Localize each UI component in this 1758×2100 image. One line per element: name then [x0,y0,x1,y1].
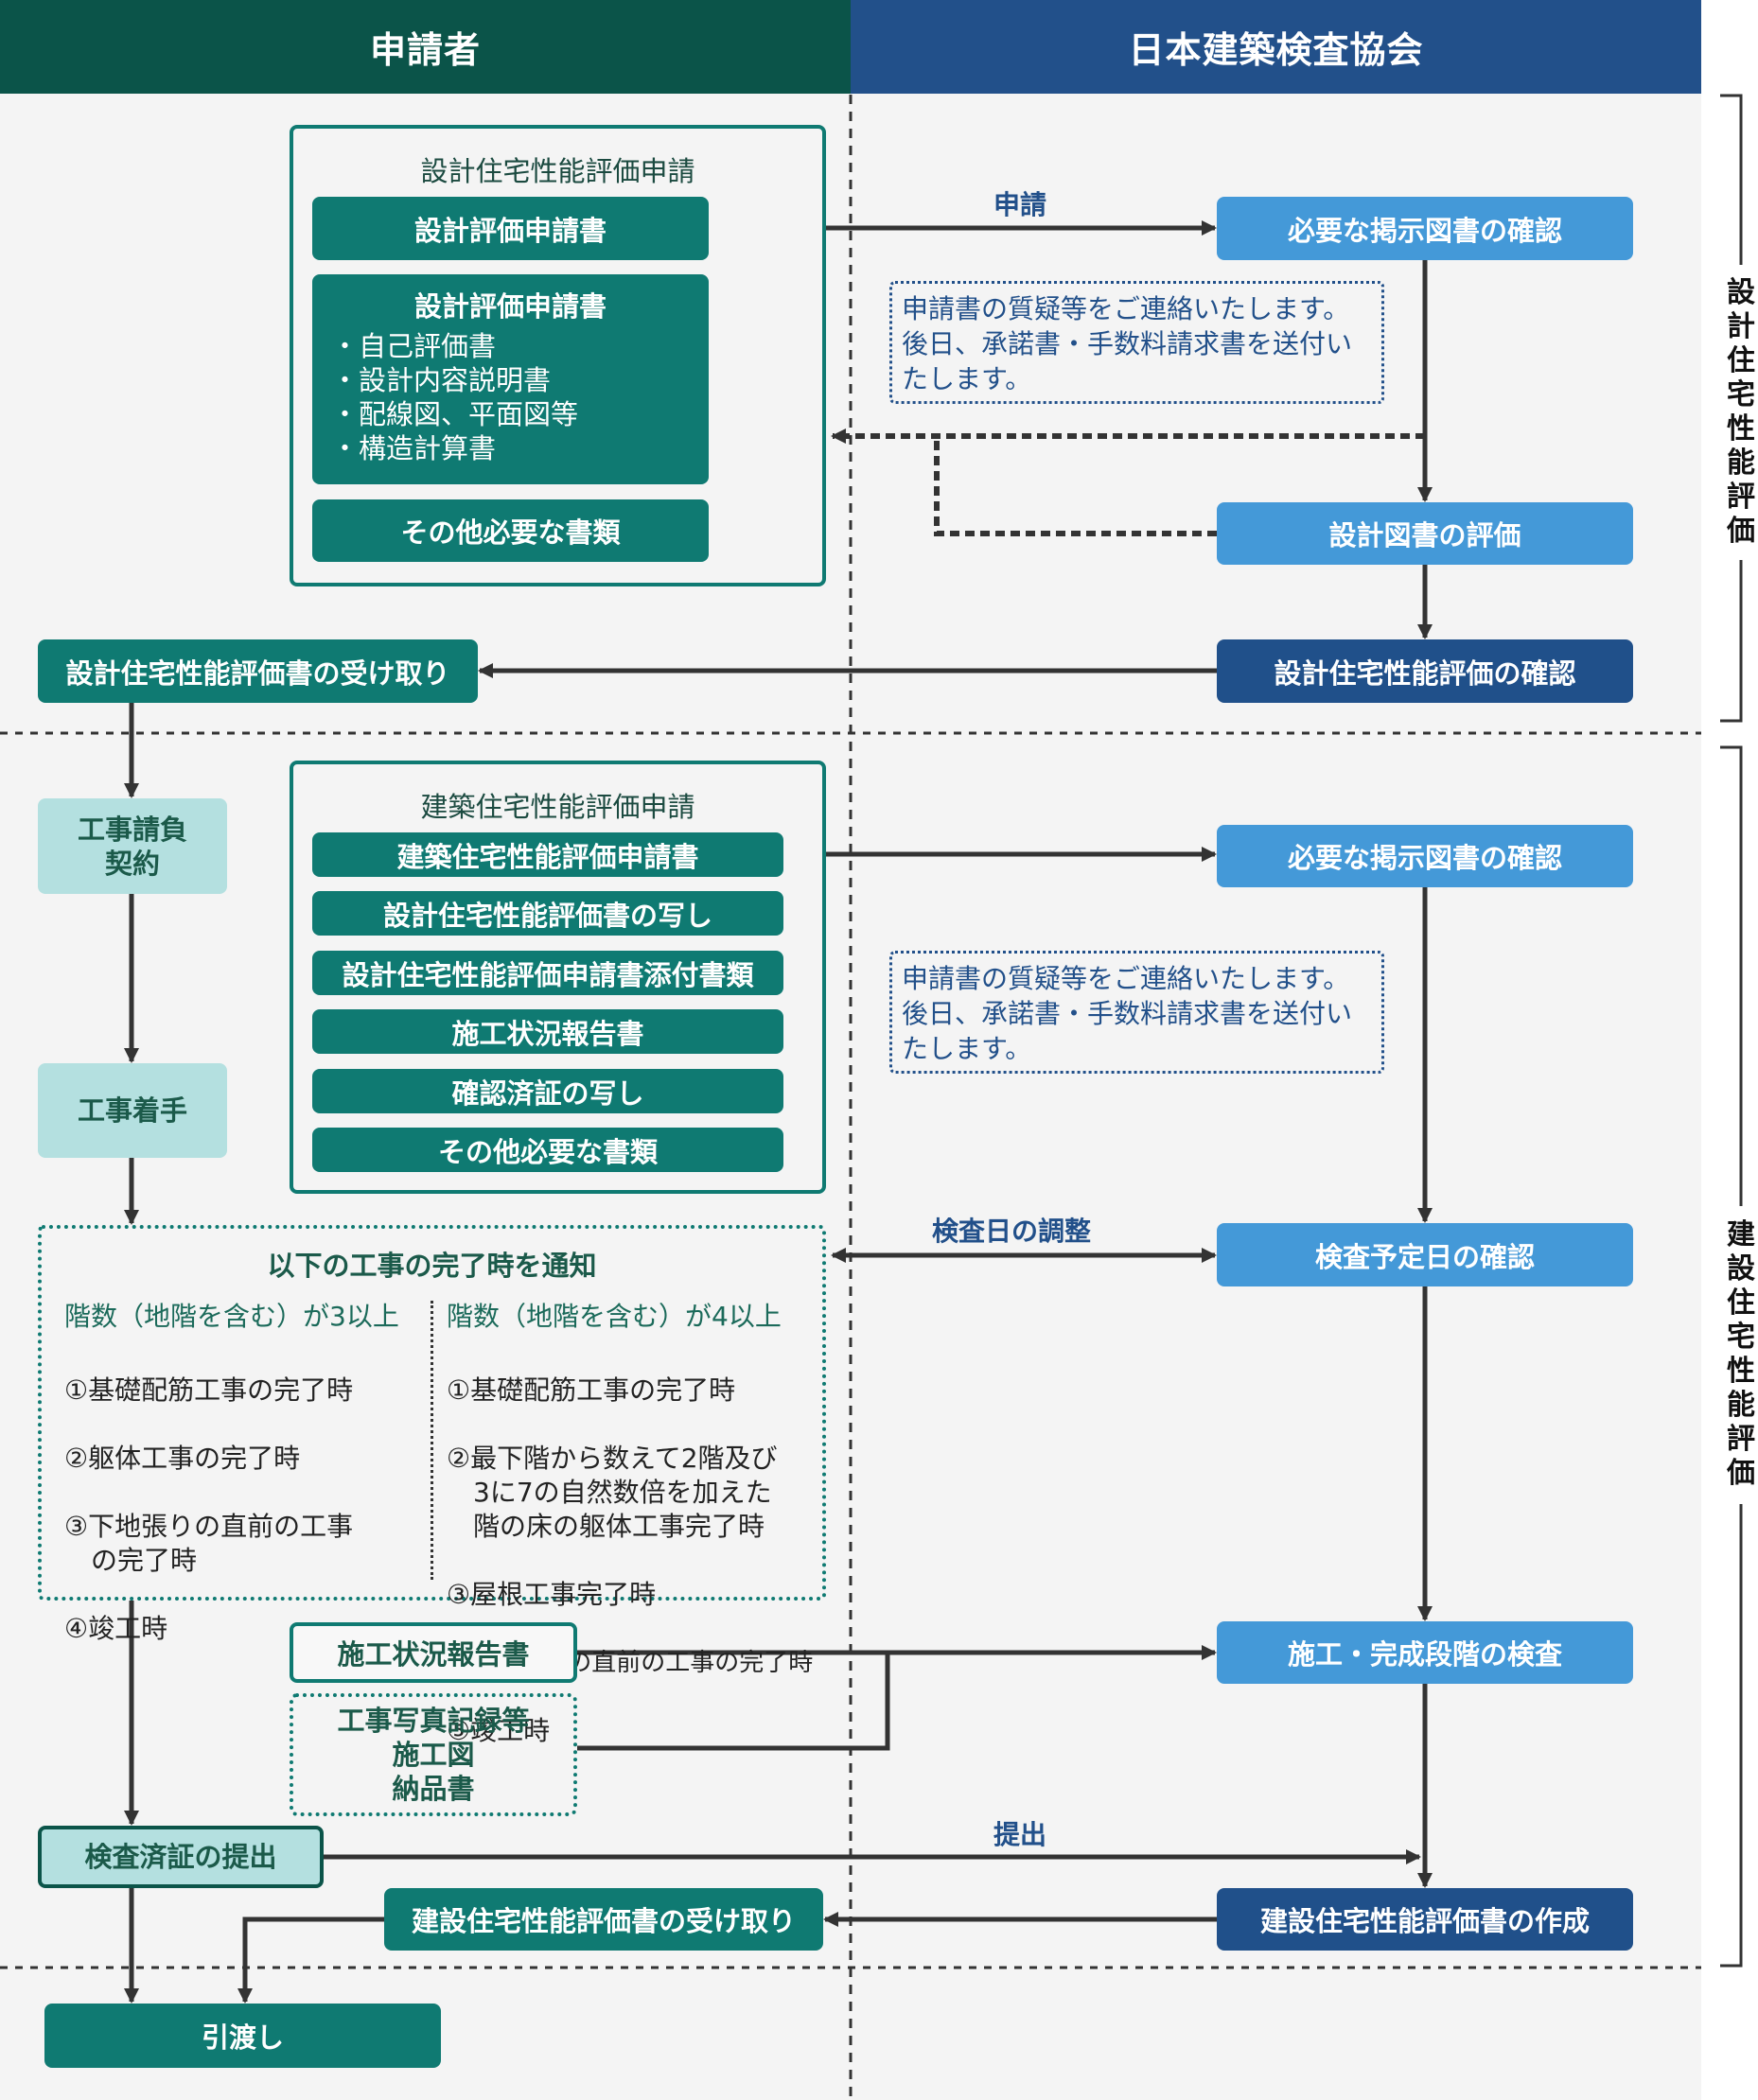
org-check-documents[interactable]: 必要な掲示図書の確認 [1217,197,1633,260]
completion-notice-divider [431,1301,433,1580]
phase-label-char: 能 [1727,446,1755,480]
connector-eval-query [934,436,1217,536]
notice-item: ①基礎配筋工事の完了時 [447,1374,736,1406]
construction-application-title: 建築住宅性能評価申請 [420,791,695,823]
construction-doc[interactable]: その他必要な書類 [312,1128,783,1172]
phase-label-char: 性 [1727,1355,1755,1388]
phase-label-char: 住 [1727,1286,1755,1320]
design-doc-set-title: 設計評価申請書 [413,290,607,323]
notice-item: ③屋根工事完了時 [447,1579,657,1610]
construction-doc[interactable]: 設計住宅性能評価書の写し [312,891,783,936]
completion-notice-col-3floors: 階数（地階を含む）が3以上 ①基礎配筋工事の完了時 ②躯体工事の完了時 ③下地張… [64,1296,424,1680]
design-application-title: 設計住宅性能評価申請 [420,155,695,187]
phase-label-char: 宅 [1727,1321,1755,1354]
phase-label-char: 計 [1727,310,1755,343]
col-heading: 階数（地階を含む）が3以上 [64,1301,399,1332]
applicant-receive-design-evaluation[interactable]: 設計住宅性能評価書の受け取り [38,639,478,703]
phase-label-char: 住 [1727,344,1755,377]
phase-label-char: 性 [1727,412,1755,446]
design-doc-item: ・自己評価書 [331,330,497,362]
org-confirm-inspection-date[interactable]: 検査予定日の確認 [1217,1223,1633,1286]
phase-label-design: 設計住宅性能評価 [1724,276,1758,549]
notice-item: ②最下階から数えて2階及び 3に7の自然数倍を加えた 階の床の躯体工事完了時 [447,1443,778,1542]
phase-label-char: 設 [1727,1252,1755,1286]
notice-item: ②躯体工事の完了時 [64,1443,301,1474]
phase-bracket-construction-bottom [1720,1504,1743,1968]
design-doc-other[interactable]: その他必要な書類 [312,499,709,562]
completion-notice-title: 以下の工事の完了時を通知 [267,1250,597,1282]
org-confirm-design-evaluation[interactable]: 設計住宅性能評価の確認 [1217,639,1633,703]
construction-contract[interactable]: 工事請負 契約 [38,798,227,894]
construction-doc[interactable]: 設計住宅性能評価申請書添付書類 [312,951,783,995]
phase-label-char: 能 [1727,1389,1755,1422]
design-doc-set-list: ・自己評価書 ・設計内容説明書 ・配線図、平面図等 ・構造計算書 [312,329,709,465]
design-doc-item: ・構造計算書 [331,432,497,464]
arrow-label-submit: 提出 [993,1819,1047,1850]
design-doc-item: ・配線図、平面図等 [331,398,579,430]
construction-records[interactable]: 工事写真記録等 施工図 納品書 [290,1693,577,1816]
notice-item: ④竣工時 [64,1613,168,1644]
arrow-label-apply: 申請 [993,189,1047,220]
col-list: ①基礎配筋工事の完了時 ②躯体工事の完了時 ③下地張りの直前の工事 の完了時 ④… [64,1339,424,1680]
org-evaluate-drawings[interactable]: 設計図書の評価 [1217,502,1633,565]
construction-status-report[interactable]: 施工状況報告書 [290,1622,577,1683]
construction-doc[interactable]: 建築住宅性能評価申請書 [312,832,783,877]
org-construction-inspection[interactable]: 施工・完成段階の検査 [1217,1621,1633,1684]
phase-label-construction: 建設住宅性能評価 [1724,1218,1758,1491]
construction-note: 申請書の質疑等をご連絡いたします。後日、承諾書・手数料請求書を送付いたします。 [889,951,1384,1074]
handover[interactable]: 引渡し [44,2004,441,2068]
phase-label-char: 評 [1727,481,1755,514]
phase-label-char: 価 [1727,515,1755,548]
construction-doc[interactable]: 施工状況報告書 [312,1009,783,1054]
notice-item: ⑤竣工時 [447,1715,551,1746]
phase-label-char: 設 [1727,276,1755,309]
construction-doc[interactable]: 確認済証の写し [312,1069,783,1113]
connector-records [577,1653,890,1751]
construction-start[interactable]: 工事着手 [38,1063,227,1158]
org-create-construction-evaluation[interactable]: 建設住宅性能評価書の作成 [1217,1888,1633,1951]
design-note: 申請書の質疑等をご連絡いたします。後日、承諾書・手数料請求書を送付いたします。 [889,281,1384,404]
arrow-label-schedule: 検査日の調整 [932,1216,1092,1247]
design-doc-application-form[interactable]: 設計評価申請書 [312,197,709,260]
lane-header-applicant: 申請者 [0,0,851,94]
submit-inspection-certificate[interactable]: 検査済証の提出 [38,1826,324,1888]
phase-bracket-design-bottom [1720,560,1743,723]
design-doc-item: ・設計内容説明書 [331,364,552,396]
design-doc-application-set[interactable]: 設計評価申請書 ・自己評価書 ・設計内容説明書 ・配線図、平面図等 ・構造計算書 [312,274,709,484]
applicant-receive-construction-evaluation[interactable]: 建設住宅性能評価書の受け取り [384,1888,823,1951]
org-check-documents-construction[interactable]: 必要な掲示図書の確認 [1217,825,1633,887]
phase-bracket-construction-top [1720,745,1743,1206]
phase-label-char: 建 [1727,1218,1755,1251]
notice-item: ③下地張りの直前の工事 の完了時 [64,1511,354,1576]
phase-label-char: 評 [1727,1423,1755,1456]
lane-header-organization: 日本建築検査協会 [851,0,1701,94]
phase-label-char: 価 [1727,1457,1755,1490]
notice-item: ①基礎配筋工事の完了時 [64,1374,354,1406]
col-heading: 階数（地階を含む）が4以上 [447,1301,782,1332]
phase-bracket-design-top [1720,94,1743,265]
arrow-receive-to-handover [237,1916,384,2004]
completion-notice-box [38,1225,826,1601]
phase-label-char: 宅 [1727,378,1755,411]
